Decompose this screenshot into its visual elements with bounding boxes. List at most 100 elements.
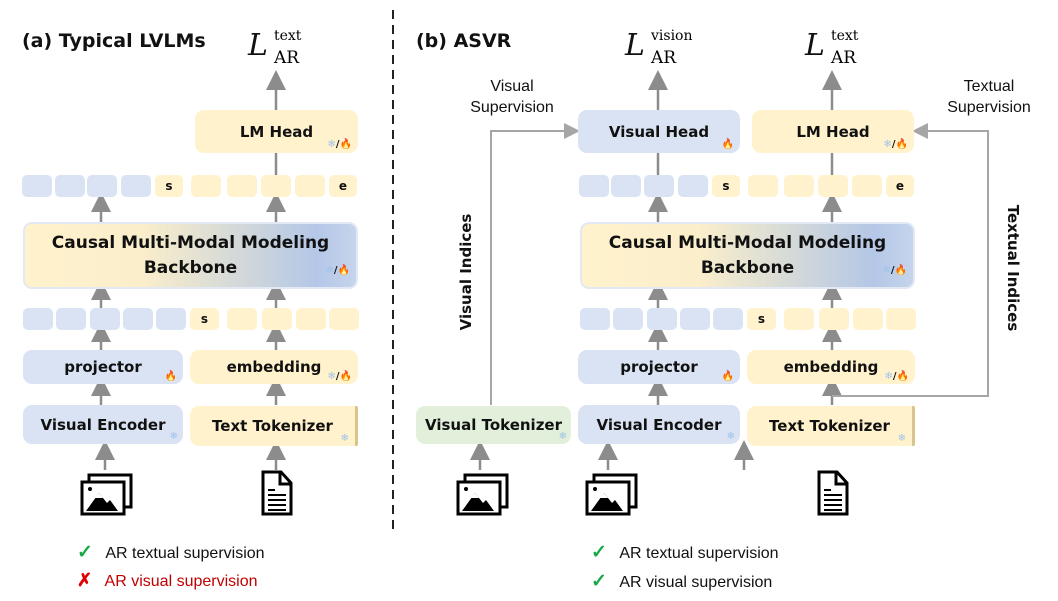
visual-indices-label: Visual Indices xyxy=(457,213,475,331)
loss-symbol: L xyxy=(805,28,825,63)
text-token xyxy=(886,308,916,330)
visual-token xyxy=(644,175,674,197)
text-token: e xyxy=(886,175,914,197)
text-token xyxy=(784,175,814,197)
check-icon: ✓ xyxy=(591,542,607,563)
visual-token xyxy=(56,308,86,330)
textual-indices-label: Textual Indices xyxy=(1004,204,1022,332)
fire-icon: 🔥 xyxy=(339,371,352,382)
trainable-badge: 🔥 xyxy=(165,371,177,382)
frozen-trainable-badge: ❄/🔥 xyxy=(325,265,351,276)
visual-encoder-block: Visual Encoder ❄ xyxy=(23,405,183,444)
text-token: e xyxy=(329,175,357,197)
text-token xyxy=(261,175,291,197)
backbone-label-line2: Backbone xyxy=(143,257,238,278)
fire-icon: 🔥 xyxy=(721,139,734,150)
text-token xyxy=(818,175,848,197)
snowflake-icon: ❄ xyxy=(884,371,893,382)
visual-token xyxy=(680,308,710,330)
backbone-block: Causal Multi-Modal Modeling Backbone ❄/🔥 xyxy=(23,222,358,289)
legend-item-textual-a: ✓ AR textual supervision xyxy=(77,541,265,564)
text-tokenizer-label: Text Tokenizer xyxy=(769,417,890,435)
loss-text-a: L text AR xyxy=(248,28,318,78)
fire-icon: 🔥 xyxy=(894,265,907,276)
text-token xyxy=(852,175,882,197)
check-icon: ✓ xyxy=(77,542,93,563)
frozen-trainable-badge: ❄/🔥 xyxy=(327,371,353,382)
legend-item-visual-b: ✓ AR visual supervision xyxy=(591,570,772,593)
legend-text: AR visual supervision xyxy=(619,574,773,591)
image-icon xyxy=(585,473,638,516)
backbone-label-line1: Causal Multi-Modal Modeling xyxy=(51,232,330,253)
text-token xyxy=(227,308,257,330)
loss-superscript: text xyxy=(831,28,859,44)
trainable-badge: 🔥 xyxy=(722,139,734,150)
document-icon xyxy=(817,470,849,516)
visual-tokenizer-block: Visual Tokenizer ❄ xyxy=(416,406,571,444)
visual-token xyxy=(611,175,641,197)
loss-subscript: AR xyxy=(651,48,677,68)
fire-icon: 🔥 xyxy=(337,265,350,276)
label-line: Visual xyxy=(490,78,534,95)
loss-subscript: AR xyxy=(274,48,300,68)
check-icon: ✓ xyxy=(591,571,607,592)
lm-head-label: LM Head xyxy=(239,122,314,141)
lm-head-block: LM Head ❄/🔥 xyxy=(195,110,358,153)
image-icon xyxy=(456,473,509,516)
visual-token xyxy=(55,175,85,197)
visual-head-block: Visual Head 🔥 xyxy=(578,110,740,153)
frozen-badge: ❄ xyxy=(341,433,349,444)
panel-b-title: (b) ASVR xyxy=(416,30,512,52)
frozen-badge: ❄ xyxy=(559,431,567,442)
trainable-badge: 🔥 xyxy=(722,371,734,382)
loss-vision-b: L vision AR xyxy=(625,28,715,78)
text-tokenizer-label: Text Tokenizer xyxy=(212,417,333,435)
visual-token xyxy=(23,308,53,330)
legend-text: AR textual supervision xyxy=(105,545,265,562)
text-tokenizer-block-b: Text Tokenizer ❄ xyxy=(747,406,915,446)
snowflake-icon: ❄ xyxy=(883,139,892,150)
backbone-label-line1: Causal Multi-Modal Modeling xyxy=(608,232,887,253)
snowflake-icon: ❄ xyxy=(325,265,334,276)
legend-text: AR textual supervision xyxy=(619,545,779,562)
visual-token xyxy=(579,175,609,197)
frozen-trainable-badge: ❄/🔥 xyxy=(883,139,909,150)
text-token xyxy=(748,175,778,197)
cross-icon: ✗ xyxy=(77,570,93,590)
text-token xyxy=(191,175,221,197)
text-token: s xyxy=(190,308,219,330)
legend-text: AR visual supervision xyxy=(104,573,258,590)
snowflake-icon: ❄ xyxy=(327,371,336,382)
embedding-block-b: embedding ❄/🔥 xyxy=(747,350,915,384)
loss-symbol: L xyxy=(625,28,645,63)
embedding-block: embedding ❄/🔥 xyxy=(190,350,358,384)
text-token xyxy=(784,308,814,330)
visual-token xyxy=(713,308,743,330)
frozen-trainable-badge: ❄/🔥 xyxy=(327,139,353,150)
text-token xyxy=(819,308,849,330)
visual-token xyxy=(22,175,52,197)
label-line: Supervision xyxy=(470,99,554,116)
frozen-trainable-badge: ❄/🔥 xyxy=(884,371,910,382)
visual-token xyxy=(678,175,708,197)
text-token: s xyxy=(712,175,740,197)
fire-icon: 🔥 xyxy=(164,371,177,382)
text-token: s xyxy=(747,308,776,330)
fire-icon: 🔥 xyxy=(339,139,352,150)
visual-token xyxy=(121,175,151,197)
projector-label: projector xyxy=(64,358,142,376)
snowflake-icon: ❄ xyxy=(726,431,735,442)
visual-encoder-label: Visual Encoder xyxy=(40,415,166,434)
projector-label: projector xyxy=(620,358,698,376)
embedding-label: embedding xyxy=(783,358,879,376)
text-token xyxy=(295,175,325,197)
text-token: s xyxy=(155,175,183,197)
visual-tokenizer-label: Visual Tokenizer xyxy=(425,416,562,434)
visual-head-label: Visual Head xyxy=(608,122,710,141)
fire-icon: 🔥 xyxy=(721,371,734,382)
visual-token xyxy=(123,308,153,330)
legend-item-textual-b: ✓ AR textual supervision xyxy=(591,541,779,564)
visual-supervision-label: Visual Supervision xyxy=(462,76,562,118)
fire-icon: 🔥 xyxy=(895,139,908,150)
